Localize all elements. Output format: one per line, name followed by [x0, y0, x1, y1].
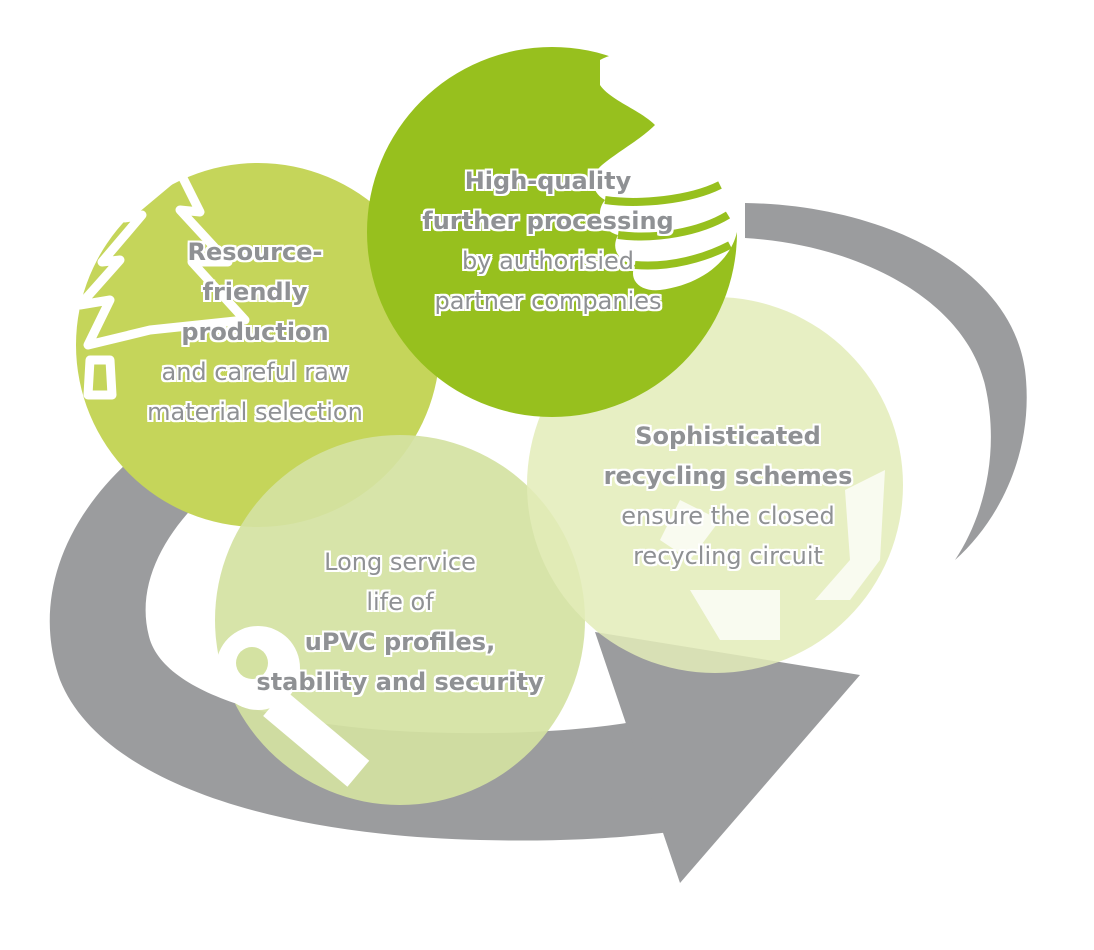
- hand-icon: [593, 52, 737, 291]
- cycle-arrow-head: [595, 632, 860, 883]
- processing-label: High-quality further processing by autho…: [418, 161, 678, 321]
- recycling-line: Sophisticated: [635, 422, 821, 450]
- fir-tree-icon: [75, 167, 250, 400]
- recycling-line: recycling circuit: [633, 542, 823, 570]
- processing-node: [367, 47, 737, 417]
- resource-line: friendly: [202, 278, 308, 306]
- recycle-icon: [660, 470, 885, 640]
- recycling-label: Sophisticated recycling schemes ensure t…: [598, 416, 858, 576]
- processing-line: by authorisied: [462, 247, 634, 275]
- processing-line: partner companies: [434, 287, 662, 315]
- resource-line: material selection: [147, 398, 363, 426]
- resource-line: and careful raw: [161, 358, 349, 386]
- service-line: life of: [366, 588, 434, 616]
- resource-line: production: [181, 318, 329, 346]
- resource-line: Resource-: [187, 238, 323, 266]
- processing-line: High-quality: [464, 167, 632, 195]
- service-line: Long service: [324, 548, 476, 576]
- recycling-line: ensure the closed: [621, 502, 835, 530]
- cycle-arrow-upper-arc: [745, 203, 1027, 560]
- resource-node: [75, 163, 440, 527]
- service-line: uPVC profiles,: [304, 628, 496, 656]
- recycling-line: recycling schemes: [603, 462, 853, 490]
- service-line: stability and security: [256, 668, 544, 696]
- processing-line: further processing: [422, 207, 674, 235]
- service-label: Long service life of uPVC profiles, stab…: [255, 542, 545, 702]
- resource-circle: [76, 163, 440, 527]
- resource-label: Resource- friendly production and carefu…: [130, 232, 380, 432]
- service-node: [215, 435, 585, 805]
